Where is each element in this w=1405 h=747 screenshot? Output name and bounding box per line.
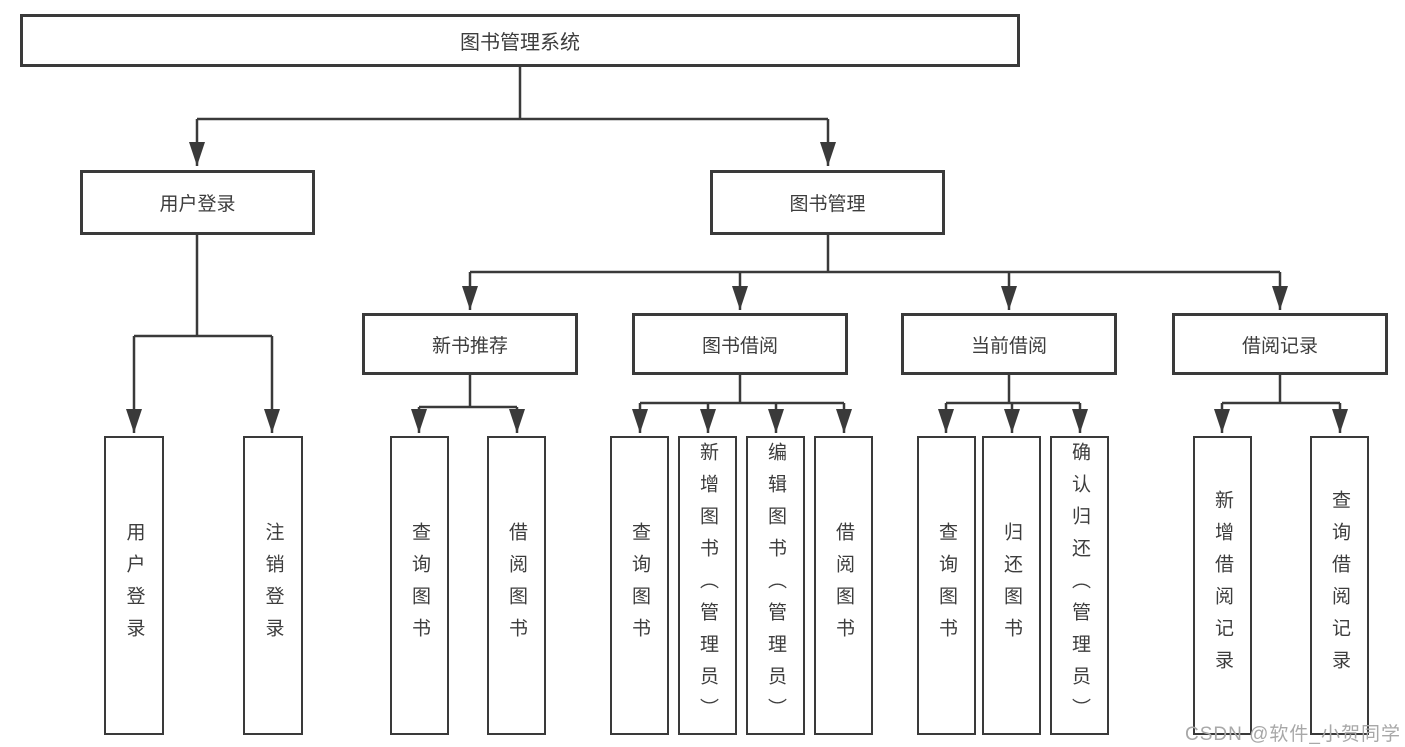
leaf-query-books-borrowing: 查询图书 — [610, 436, 669, 735]
node-label: 借阅记录 — [1241, 335, 1318, 357]
node-label: 查询图书 — [936, 521, 957, 650]
leaf-borrow-books-borrowing: 借阅图书 — [814, 436, 873, 735]
node-label: 图书管理系统 — [460, 32, 580, 54]
node-label: 图书借阅 — [701, 335, 778, 357]
node-label: 注销登录 — [262, 521, 284, 650]
leaf-borrow-books-recommend: 借阅图书 — [487, 436, 546, 735]
leaf-confirm-return-admin: 确认归还（管理员） — [1050, 436, 1109, 735]
node-book-management: 图书管理 — [710, 170, 945, 235]
node-label: 借阅图书 — [833, 521, 854, 650]
leaf-edit-books-admin: 编辑图书（管理员） — [746, 436, 805, 735]
node-book-borrowing: 图书借阅 — [632, 313, 848, 375]
leaf-add-borrow-record: 新增借阅记录 — [1193, 436, 1252, 735]
node-label: 新增借阅记录 — [1212, 489, 1233, 682]
node-label: 新书推荐 — [431, 335, 508, 357]
node-label: 确认归还（管理员） — [1069, 441, 1090, 730]
node-label: 查询借阅记录 — [1329, 489, 1350, 682]
node-label: 图书管理 — [789, 194, 866, 215]
node-label: 归还图书 — [1001, 521, 1022, 650]
node-label: 新增图书（管理员） — [697, 441, 718, 730]
leaf-user-login: 用户登录 — [104, 436, 164, 735]
leaf-query-books-recommend: 查询图书 — [390, 436, 449, 735]
node-label: 查询图书 — [629, 521, 650, 650]
node-label: 借阅图书 — [506, 521, 527, 650]
leaf-logout: 注销登录 — [243, 436, 303, 735]
node-library-management-system: 图书管理系统 — [20, 14, 1020, 67]
leaf-add-books-admin: 新增图书（管理员） — [678, 436, 737, 735]
node-label: 查询图书 — [409, 521, 430, 650]
leaf-query-books-current: 查询图书 — [917, 436, 976, 735]
node-current-borrowing: 当前借阅 — [901, 313, 1117, 375]
node-label: 编辑图书（管理员） — [765, 441, 786, 730]
node-new-book-recommend: 新书推荐 — [362, 313, 578, 375]
leaf-query-borrow-record: 查询借阅记录 — [1310, 436, 1369, 735]
node-user-login: 用户登录 — [80, 170, 315, 235]
node-borrow-records: 借阅记录 — [1172, 313, 1388, 375]
leaf-return-books: 归还图书 — [982, 436, 1041, 735]
node-label: 用户登录 — [159, 194, 236, 215]
node-label: 当前借阅 — [970, 335, 1047, 357]
csdn-watermark: CSDN @软件_小贺同学 — [1185, 724, 1401, 745]
node-label: 用户登录 — [123, 521, 145, 650]
